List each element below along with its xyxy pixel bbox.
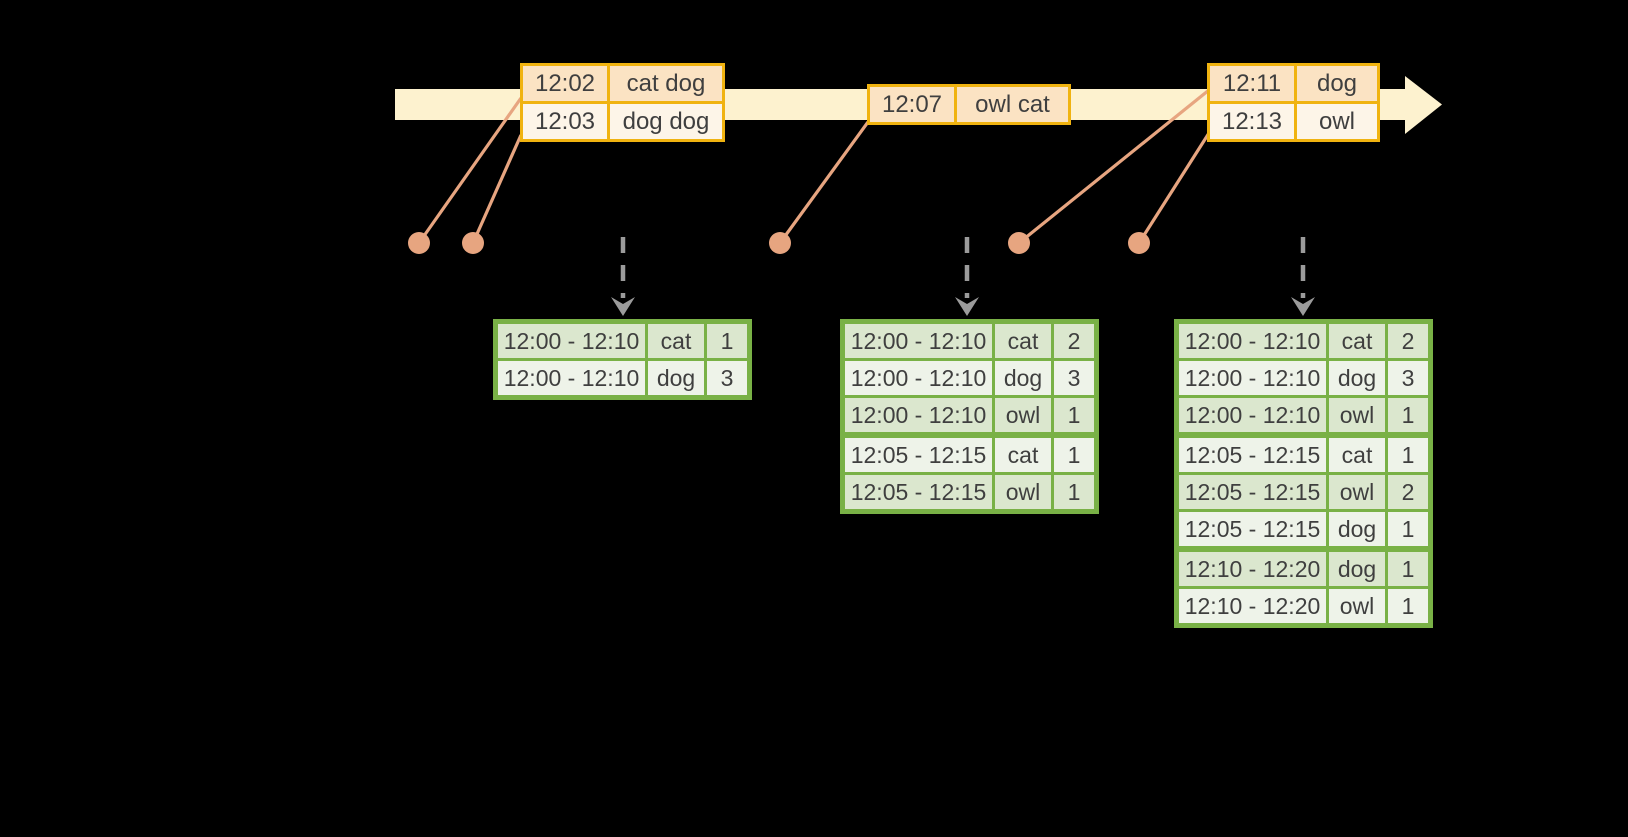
result-window: 12:00 - 12:10 [845, 324, 992, 358]
event-connector-lines [417, 88, 1211, 245]
event-dots [408, 232, 1150, 254]
result-window: 12:00 - 12:10 [1179, 361, 1326, 395]
result-row: 12:00 - 12:10 cat 1 [498, 324, 747, 358]
result-word: dog [1329, 361, 1385, 395]
result-window: 12:05 - 12:15 [845, 438, 992, 472]
result-row: 12:00 - 12:10 cat 2 [845, 324, 1094, 358]
input-batch-table-3: 12:11 dog 12:13 owl [1207, 63, 1380, 142]
result-word: owl [1329, 398, 1385, 432]
trigger-arrows [611, 237, 1315, 316]
arrow-down-icon [955, 297, 979, 316]
event-row: 12:03 dog dog [523, 104, 722, 139]
result-count: 3 [1054, 361, 1094, 395]
result-row: 12:05 - 12:15 dog 1 [1179, 512, 1428, 546]
event-connector-line [1137, 132, 1211, 244]
result-row: 12:10 - 12:20 dog 1 [1179, 552, 1428, 586]
result-window: 12:10 - 12:20 [1179, 552, 1326, 586]
result-word: cat [648, 324, 704, 358]
event-row: 12:11 dog [1210, 66, 1377, 101]
result-count: 3 [1388, 361, 1428, 395]
result-word: dog [995, 361, 1051, 395]
result-row: 12:00 - 12:10 dog 3 [498, 361, 747, 395]
result-count: 1 [1388, 398, 1428, 432]
result-window: 12:05 - 12:15 [1179, 475, 1326, 509]
timeline-arrowhead-icon [1405, 76, 1442, 134]
result-count: 2 [1388, 324, 1428, 358]
event-connector-line [417, 97, 523, 244]
event-dot [1008, 232, 1030, 254]
result-word: dog [1329, 512, 1385, 546]
result-row: 12:00 - 12:10 dog 3 [1179, 361, 1428, 395]
result-count: 1 [1388, 438, 1428, 472]
result-window: 12:05 - 12:15 [1179, 438, 1326, 472]
result-row: 12:05 - 12:15 cat 1 [1179, 438, 1428, 472]
event-row: 12:07 owl cat [870, 87, 1068, 122]
event-time: 12:03 [523, 104, 607, 139]
result-window: 12:00 - 12:10 [498, 361, 645, 395]
result-word: cat [995, 324, 1051, 358]
event-words: owl [1297, 104, 1377, 139]
result-window: 12:00 - 12:10 [845, 398, 992, 432]
result-word: cat [1329, 324, 1385, 358]
result-count: 2 [1054, 324, 1094, 358]
result-table-1: 12:00 - 12:10 cat 1 12:00 - 12:10 dog 3 [493, 319, 752, 400]
result-row: 12:00 - 12:10 owl 1 [1179, 398, 1428, 432]
event-time: 12:11 [1210, 66, 1294, 101]
result-window: 12:00 - 12:10 [498, 324, 645, 358]
result-count: 1 [1388, 512, 1428, 546]
input-batch-table-1: 12:02 cat dog 12:03 dog dog [520, 63, 725, 142]
event-words: dog dog [610, 104, 722, 139]
event-connector-line [1017, 88, 1211, 245]
result-row: 12:00 - 12:10 cat 2 [1179, 324, 1428, 358]
result-word: cat [1329, 438, 1385, 472]
event-row: 12:13 owl [1210, 104, 1377, 139]
result-window: 12:05 - 12:15 [845, 475, 992, 509]
result-window: 12:00 - 12:10 [1179, 398, 1326, 432]
result-count: 3 [707, 361, 747, 395]
event-time: 12:02 [523, 66, 607, 101]
event-words: owl cat [957, 87, 1068, 122]
result-table-2: 12:00 - 12:10 cat 2 12:00 - 12:10 dog 3 … [840, 319, 1099, 514]
event-time: 12:13 [1210, 104, 1294, 139]
result-word: owl [1329, 475, 1385, 509]
result-window: 12:05 - 12:15 [1179, 512, 1326, 546]
event-connector-line [471, 134, 523, 244]
result-count: 1 [1054, 475, 1094, 509]
event-dot [769, 232, 791, 254]
result-window: 12:10 - 12:20 [1179, 589, 1326, 623]
event-dot [1128, 232, 1150, 254]
result-row: 12:05 - 12:15 cat 1 [845, 438, 1094, 472]
arrow-down-icon [611, 297, 635, 316]
result-row: 12:05 - 12:15 owl 2 [1179, 475, 1428, 509]
result-table-3: 12:00 - 12:10 cat 2 12:00 - 12:10 dog 3 … [1174, 319, 1433, 628]
event-row: 12:02 cat dog [523, 66, 722, 101]
result-count: 1 [1388, 589, 1428, 623]
result-row: 12:00 - 12:10 owl 1 [845, 398, 1094, 432]
result-count: 1 [1388, 552, 1428, 586]
result-window: 12:00 - 12:10 [845, 361, 992, 395]
result-window: 12:00 - 12:10 [1179, 324, 1326, 358]
event-dot [408, 232, 430, 254]
event-words: cat dog [610, 66, 722, 101]
result-word: cat [995, 438, 1051, 472]
result-word: dog [648, 361, 704, 395]
result-count: 2 [1388, 475, 1428, 509]
event-words: dog [1297, 66, 1377, 101]
result-count: 1 [1054, 438, 1094, 472]
event-time: 12:07 [870, 87, 954, 122]
result-count: 1 [707, 324, 747, 358]
result-count: 1 [1054, 398, 1094, 432]
event-dot [462, 232, 484, 254]
result-row: 12:10 - 12:20 owl 1 [1179, 589, 1428, 623]
result-word: owl [995, 398, 1051, 432]
result-word: owl [1329, 589, 1385, 623]
arrow-down-icon [1291, 297, 1315, 316]
result-word: owl [995, 475, 1051, 509]
event-connector-line [778, 121, 870, 244]
result-word: dog [1329, 552, 1385, 586]
result-row: 12:05 - 12:15 owl 1 [845, 475, 1094, 509]
result-row: 12:00 - 12:10 dog 3 [845, 361, 1094, 395]
input-batch-table-2: 12:07 owl cat [867, 84, 1071, 125]
